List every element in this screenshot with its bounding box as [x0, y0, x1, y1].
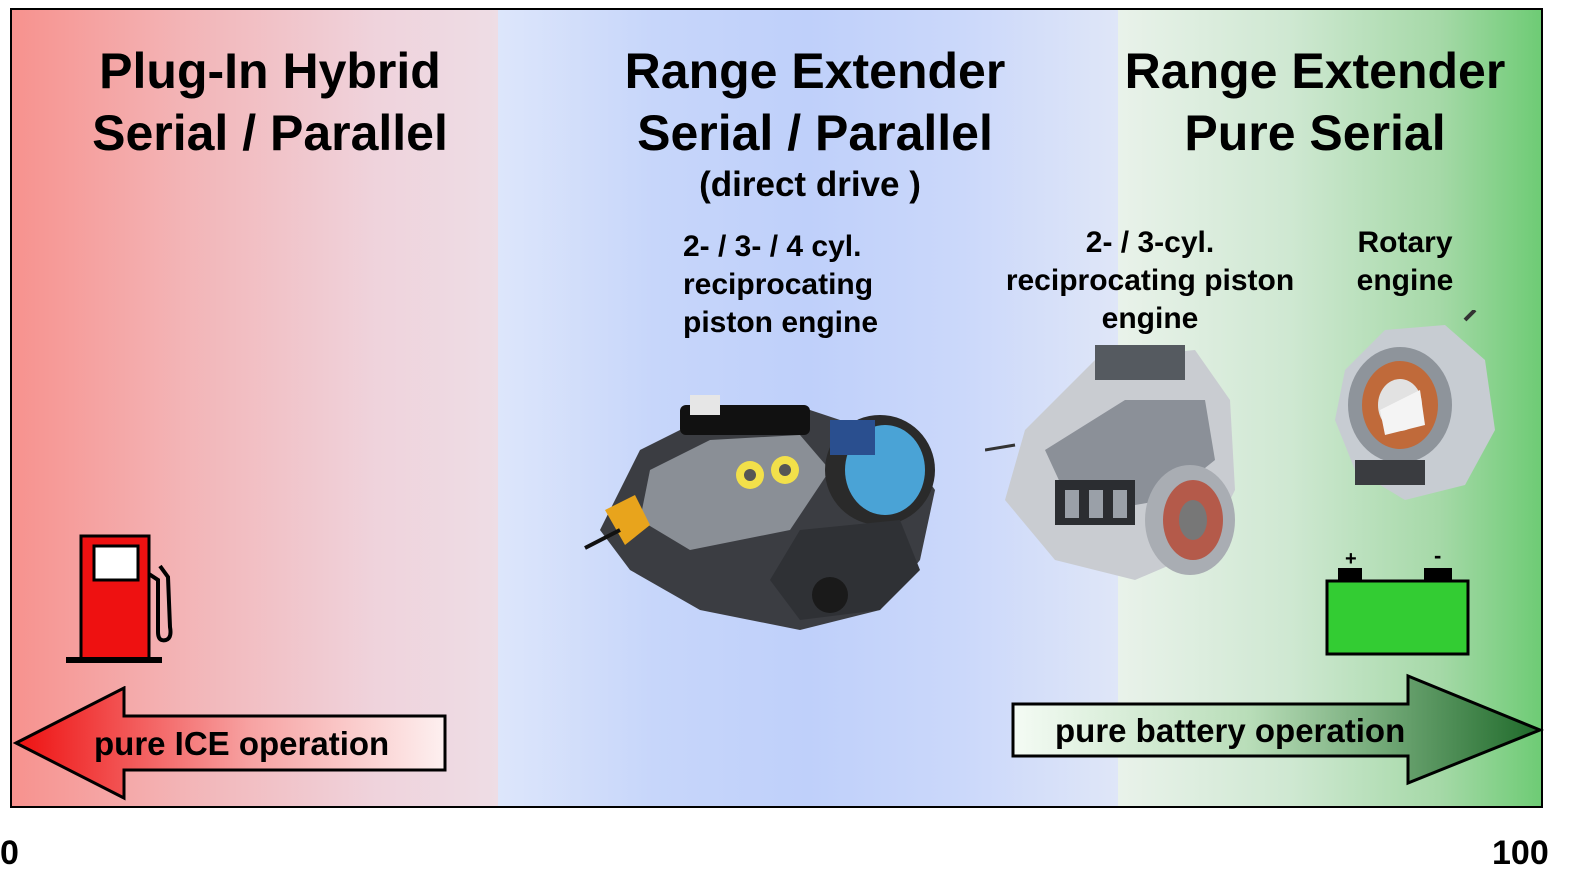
range-extender-pure-serial-title: Range Extender Pure Serial: [1124, 43, 1506, 161]
rotary-engine-label: Rotary engine: [1356, 226, 1454, 297]
plug-in-hybrid-title: Plug-In Hybrid Serial / Parallel: [92, 43, 448, 161]
piston-3cyl-engine-image: [985, 345, 1235, 580]
battery-icon: + -: [1325, 548, 1470, 656]
rotary-engine-image: [1335, 310, 1495, 500]
pure-ice-operation-label: pure ICE operation: [94, 725, 390, 762]
axis-min-label: 0: [0, 834, 19, 872]
pure-battery-operation-label: pure battery operation: [1055, 712, 1406, 749]
piston-4cyl-label: 2- / 3- / 4 cyl. reciprocating piston en…: [683, 230, 878, 339]
fuel-pump-icon: [66, 534, 173, 663]
piston-3cyl-label: 2- / 3-cyl. reciprocating piston engine: [1005, 226, 1295, 335]
direct-drive-label: (direct drive ): [699, 165, 921, 204]
range-extender-serial-parallel-title: Range Extender Serial / Parallel: [624, 43, 1006, 161]
piston-4cyl-engine-image: [584, 395, 935, 630]
axis-max-label: 100: [1492, 834, 1549, 872]
battery-plus-label: +: [1345, 548, 1357, 570]
plug-in-hybrid-region: [12, 10, 498, 806]
pure-ice-arrow: [12, 686, 447, 801]
battery-minus-label: -: [1434, 548, 1441, 568]
pure-battery-arrow: [1011, 673, 1544, 786]
